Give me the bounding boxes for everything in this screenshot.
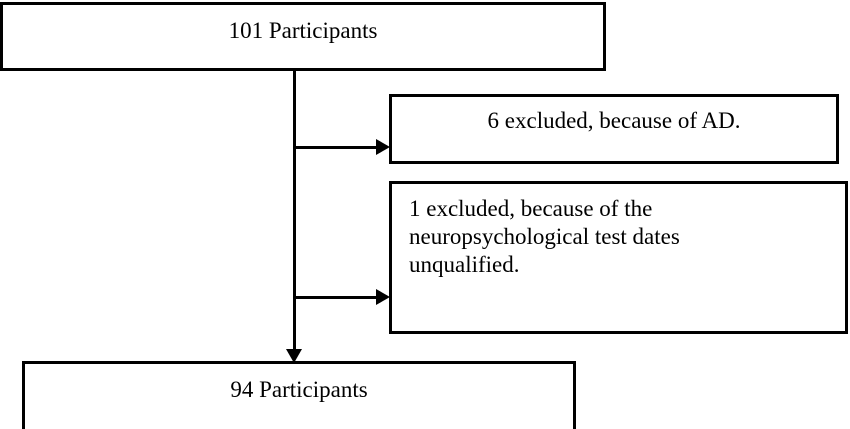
node-excluded-test-dates-label: 1 excluded, because of the neuropsycholo… (409, 196, 680, 277)
node-start-participants-label: 101 Participants (228, 18, 378, 43)
node-excluded-test-dates: 1 excluded, because of the neuropsycholo… (389, 181, 848, 334)
connector-branch-excluded-test-dates-arrowhead (376, 289, 390, 305)
connector-branch-excluded-test-dates (293, 296, 376, 299)
connector-main-spine (293, 70, 296, 359)
node-excluded-ad-label: 6 excluded, because of AD. (487, 108, 741, 133)
node-final-participants-label: 94 Participants (230, 377, 368, 402)
node-final-participants: 94 Participants (22, 361, 576, 429)
connector-branch-excluded-ad (293, 146, 376, 149)
connector-main-spine-arrowhead (286, 349, 302, 363)
node-excluded-ad: 6 excluded, because of AD. (389, 94, 839, 164)
connector-branch-excluded-ad-arrowhead (376, 139, 390, 155)
node-start-participants: 101 Participants (0, 2, 606, 71)
